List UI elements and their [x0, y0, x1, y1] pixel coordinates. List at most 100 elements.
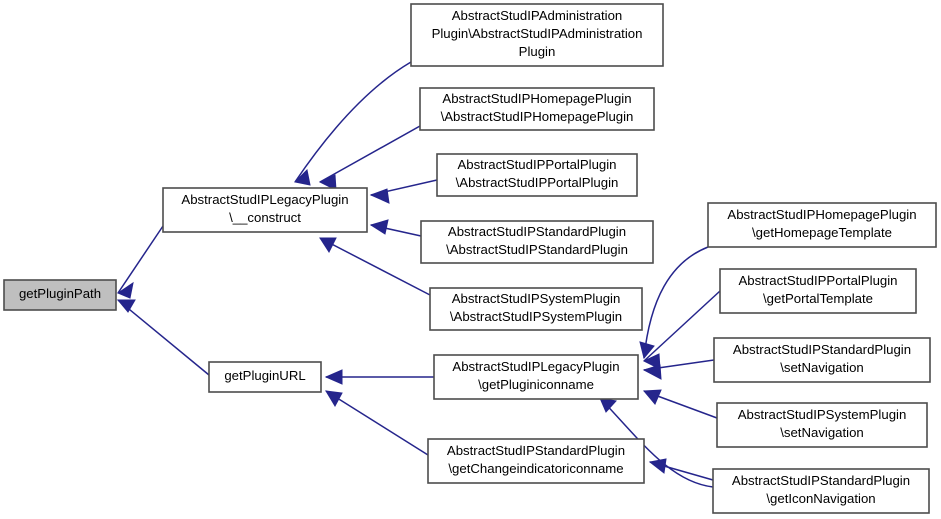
node-label-standard_getIconNavigation: AbstractStudIPStandardPlugin \getIconNavi… [732, 473, 910, 506]
node-label-line: \AbstractStudIPPortalPlugin [456, 175, 619, 190]
graph-node-portal_plugin[interactable]: AbstractStudIPPortalPlugin \AbstractStudI… [436, 153, 638, 197]
node-box-standard_plugin[interactable] [420, 220, 654, 264]
node-box-standard_getIconNavigation[interactable] [712, 468, 930, 514]
edge-homepagetpl-to-geticonname-line [643, 246, 709, 359]
node-label-line: \AbstractStudIPHomepagePlugin [441, 109, 634, 124]
node-label-line: AbstractStudIPAdministration [452, 8, 623, 23]
edge-portaltpl-to-geticonname [642, 290, 721, 370]
node-label-portal_plugin: AbstractStudIPPortalPlugin \AbstractStudI… [456, 157, 619, 190]
edge-system-to-construct-line [319, 237, 431, 296]
graph-node-homepage_getHomepageTemplate[interactable]: AbstractStudIPHomepagePlugin \getHomepage… [707, 202, 937, 248]
edge-getPluginURL-to-getPluginPath-line [117, 299, 210, 376]
graph-node-portal_getPortalTemplate[interactable]: AbstractStudIPPortalPlugin \getPortalTemp… [719, 268, 917, 314]
node-box-homepage_plugin[interactable] [419, 87, 655, 131]
edge-changeindicator-to-getPluginURL-arrowhead [325, 390, 343, 408]
graph-node-getPluginPath[interactable]: getPluginPath [3, 279, 117, 311]
node-label-line: AbstractStudIPStandardPlugin [448, 224, 626, 239]
node-box-system_setNavigation[interactable] [716, 402, 928, 448]
edge-standardsetnav-to-geticonname [642, 359, 715, 380]
edge-portaltpl-to-geticonname-line [643, 290, 721, 362]
node-label-legacy_construct: AbstractStudIPLegacyPlugin \__construct [181, 192, 348, 225]
node-label-line: \getPortalTemplate [763, 291, 873, 306]
node-label-line: AbstractStudIPPortalPlugin [457, 157, 616, 172]
node-label-line: AbstractStudIPHomepagePlugin [727, 207, 916, 222]
node-label-homepage_getHomepageTemplate: AbstractStudIPHomepagePlugin \getHomepage… [727, 207, 916, 240]
edge-changeindicator-to-getPluginURL-line [325, 390, 429, 456]
node-box-system_plugin[interactable] [429, 287, 643, 331]
edge-geticonnav-to-changeindicator-arrowhead [648, 458, 667, 474]
edge-getPluginURL-to-getPluginPath [116, 299, 210, 376]
node-label-system_plugin: AbstractStudIPSystemPlugin \AbstractStudI… [450, 291, 622, 324]
edge-admin-to-construct-arrowhead [293, 168, 311, 186]
edge-geticonname-to-getPluginURL-arrowhead [324, 369, 343, 385]
edge-construct-to-getPluginPath-line [117, 225, 164, 294]
graph-node-legacy_construct[interactable]: AbstractStudIPLegacyPlugin \__construct [162, 187, 368, 233]
node-label-line: \AbstractStudIPSystemPlugin [450, 309, 622, 324]
edge-standardsetnav-to-geticonname-arrowhead [642, 364, 662, 380]
edge-standard-to-construct [369, 219, 422, 237]
node-box-portal_plugin[interactable] [436, 153, 638, 197]
edge-homepage-to-construct [318, 125, 421, 191]
node-box-legacy_construct[interactable] [162, 187, 368, 233]
node-label-line: AbstractStudIPSystemPlugin [738, 407, 907, 422]
node-label-line: AbstractStudIPStandardPlugin [447, 443, 625, 458]
node-label-line: getPluginPath [19, 286, 101, 301]
edge-changeindicator-to-getPluginURL [325, 390, 429, 456]
node-box-portal_getPortalTemplate[interactable] [719, 268, 917, 314]
edge-geticonnav-to-changeindicator [648, 458, 714, 481]
node-label-line: AbstractStudIPStandardPlugin [732, 473, 910, 488]
node-label-standard_setNavigation: AbstractStudIPStandardPlugin\setNavigati… [733, 342, 911, 375]
edge-geticonnav-to-geticonname-arrowhead [599, 397, 617, 413]
edge-system-to-construct [319, 237, 431, 296]
edge-homepage-to-construct-arrowhead [318, 174, 337, 191]
node-label-line: AbstractStudIPSystemPlugin [452, 291, 621, 306]
node-box-legacy_getPluginiconname[interactable] [433, 354, 639, 400]
edge-systemsetnav-to-geticonname [642, 389, 718, 419]
graph-node-getPluginURL[interactable]: getPluginURL [208, 361, 322, 393]
nodes-layer: getPluginPathAbstractStudIPLegacyPlugin\… [3, 3, 937, 514]
node-label-line: AbstractStudIPPortalPlugin [738, 273, 897, 288]
graph-node-standard_getChangeindicatoriconname[interactable]: AbstractStudIPStandardPlugin\getChangein… [427, 438, 645, 484]
edge-geticonnav-to-geticonname-line [599, 397, 714, 488]
edge-getPluginURL-to-getPluginPath-arrowhead [116, 299, 136, 313]
edge-portal-to-construct [369, 179, 438, 204]
node-box-homepage_getHomepageTemplate[interactable] [707, 202, 937, 248]
node-label-line: \__construct [229, 210, 301, 225]
node-label-line: \getHomepageTemplate [752, 225, 892, 240]
edge-system-to-construct-arrowhead [319, 237, 337, 254]
node-box-standard_setNavigation[interactable] [713, 337, 931, 383]
edge-admin-to-construct [293, 61, 412, 186]
node-label-legacy_getPluginiconname: AbstractStudIPLegacyPlugin \getPluginicon… [452, 359, 619, 392]
graph-node-system_plugin[interactable]: AbstractStudIPSystemPlugin \AbstractStudI… [429, 287, 643, 331]
node-label-line: \getPluginiconname [478, 377, 594, 392]
graph-node-legacy_getPluginiconname[interactable]: AbstractStudIPLegacyPlugin \getPluginicon… [433, 354, 639, 400]
node-box-getPluginPath[interactable] [3, 279, 117, 311]
graph-node-homepage_plugin[interactable]: AbstractStudIPHomepagePlugin \AbstractStu… [419, 87, 655, 131]
graph-node-system_setNavigation[interactable]: AbstractStudIPSystemPlugin \setNavigation [716, 402, 928, 448]
edge-construct-to-getPluginPath-arrowhead [116, 281, 134, 299]
graph-node-standard_setNavigation[interactable]: AbstractStudIPStandardPlugin\setNavigati… [713, 337, 931, 383]
node-label-line: \setNavigation [780, 425, 864, 440]
edge-portal-to-construct-arrowhead [369, 188, 390, 204]
node-label-line: AbstractStudIPLegacyPlugin [452, 359, 619, 374]
edge-homepage-to-construct-line [319, 125, 421, 183]
edge-construct-to-getPluginPath [116, 225, 164, 299]
edge-homepagetpl-to-geticonname-arrowhead [639, 341, 655, 360]
node-box-admin_plugin[interactable] [410, 3, 664, 67]
node-box-standard_getChangeindicatoriconname[interactable] [427, 438, 645, 484]
graph-node-standard_plugin[interactable]: AbstractStudIPStandardPlugin\AbstractStu… [420, 220, 654, 264]
node-label-standard_plugin: AbstractStudIPStandardPlugin\AbstractStu… [446, 224, 628, 257]
node-label-line: AbstractStudIPHomepagePlugin [442, 91, 631, 106]
node-label-getPluginPath: getPluginPath [19, 286, 101, 301]
edge-geticonname-to-getPluginURL [324, 369, 434, 385]
graph-node-standard_getIconNavigation[interactable]: AbstractStudIPStandardPlugin \getIconNavi… [712, 468, 930, 514]
node-label-portal_getPortalTemplate: AbstractStudIPPortalPlugin \getPortalTemp… [738, 273, 897, 306]
node-label-line: AbstractStudIPLegacyPlugin [181, 192, 348, 207]
node-label-line: getPluginURL [224, 368, 305, 383]
node-label-line: Plugin\AbstractStudIPAdministration [432, 26, 643, 41]
node-box-getPluginURL[interactable] [208, 361, 322, 393]
node-label-line: \getIconNavigation [766, 491, 875, 506]
